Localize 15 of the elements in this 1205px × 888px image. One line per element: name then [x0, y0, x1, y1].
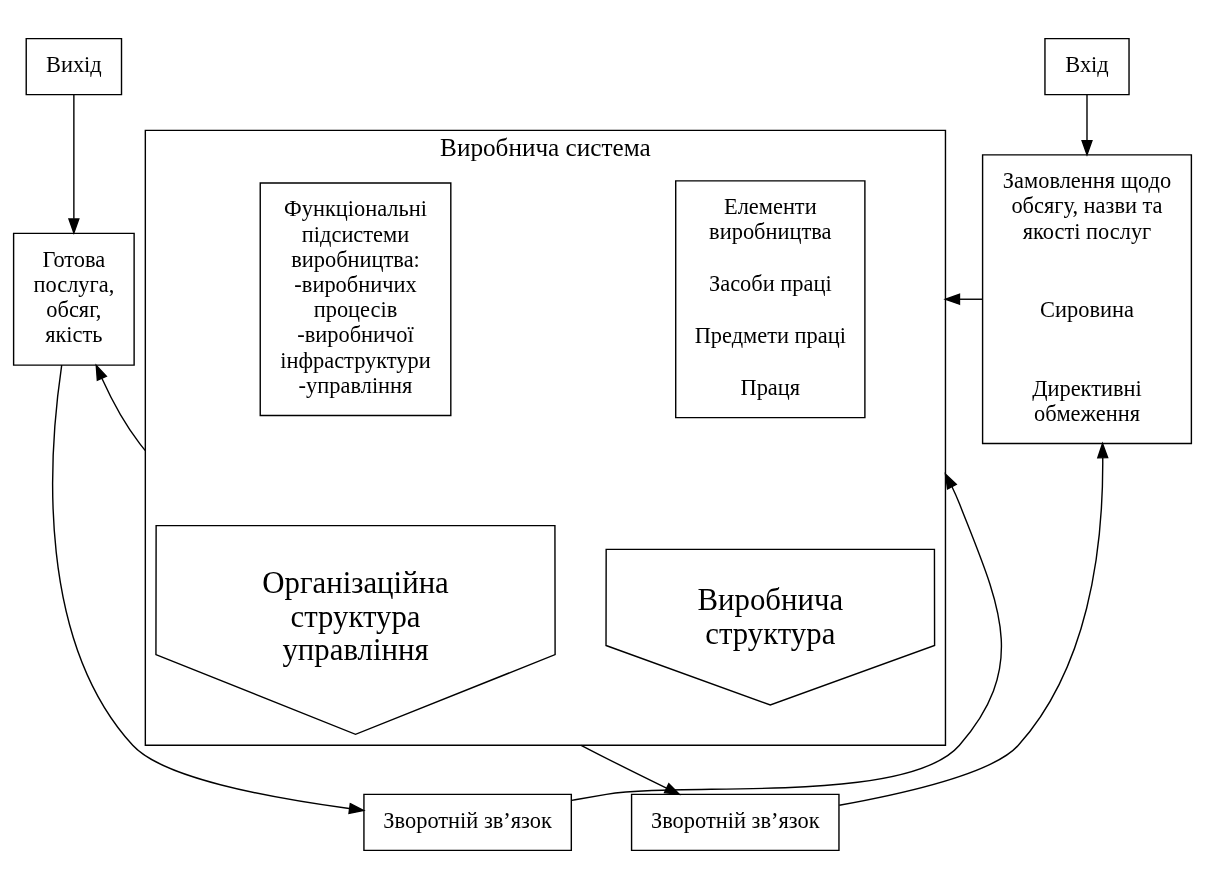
arrow — [52, 364, 366, 814]
node-box: Вхід — [1044, 37, 1130, 95]
arrow — [1081, 93, 1093, 157]
arrow — [571, 471, 1003, 801]
node-box: Готова послуга, обсяг, якість — [12, 232, 135, 366]
arrow — [95, 362, 147, 451]
node-box: Функціональні підсистеми виробництва: -виробничих процесів -виробничої інфраструктури -управління — [259, 181, 452, 416]
arrow — [838, 441, 1109, 806]
arrow — [943, 292, 984, 305]
node-box: Елементи виробництва Засоби праці Предмети праці Праця — [675, 179, 866, 418]
node-box: Зворотній зв’язок — [630, 793, 840, 851]
node-box: Замовлення щодо обсягу, назви та якості послуг Сировина Директивні обмеження — [981, 153, 1193, 444]
node-box: Вихід — [25, 37, 123, 95]
arrow — [67, 93, 80, 235]
node-box: Зворотній зв’язок — [363, 793, 573, 851]
